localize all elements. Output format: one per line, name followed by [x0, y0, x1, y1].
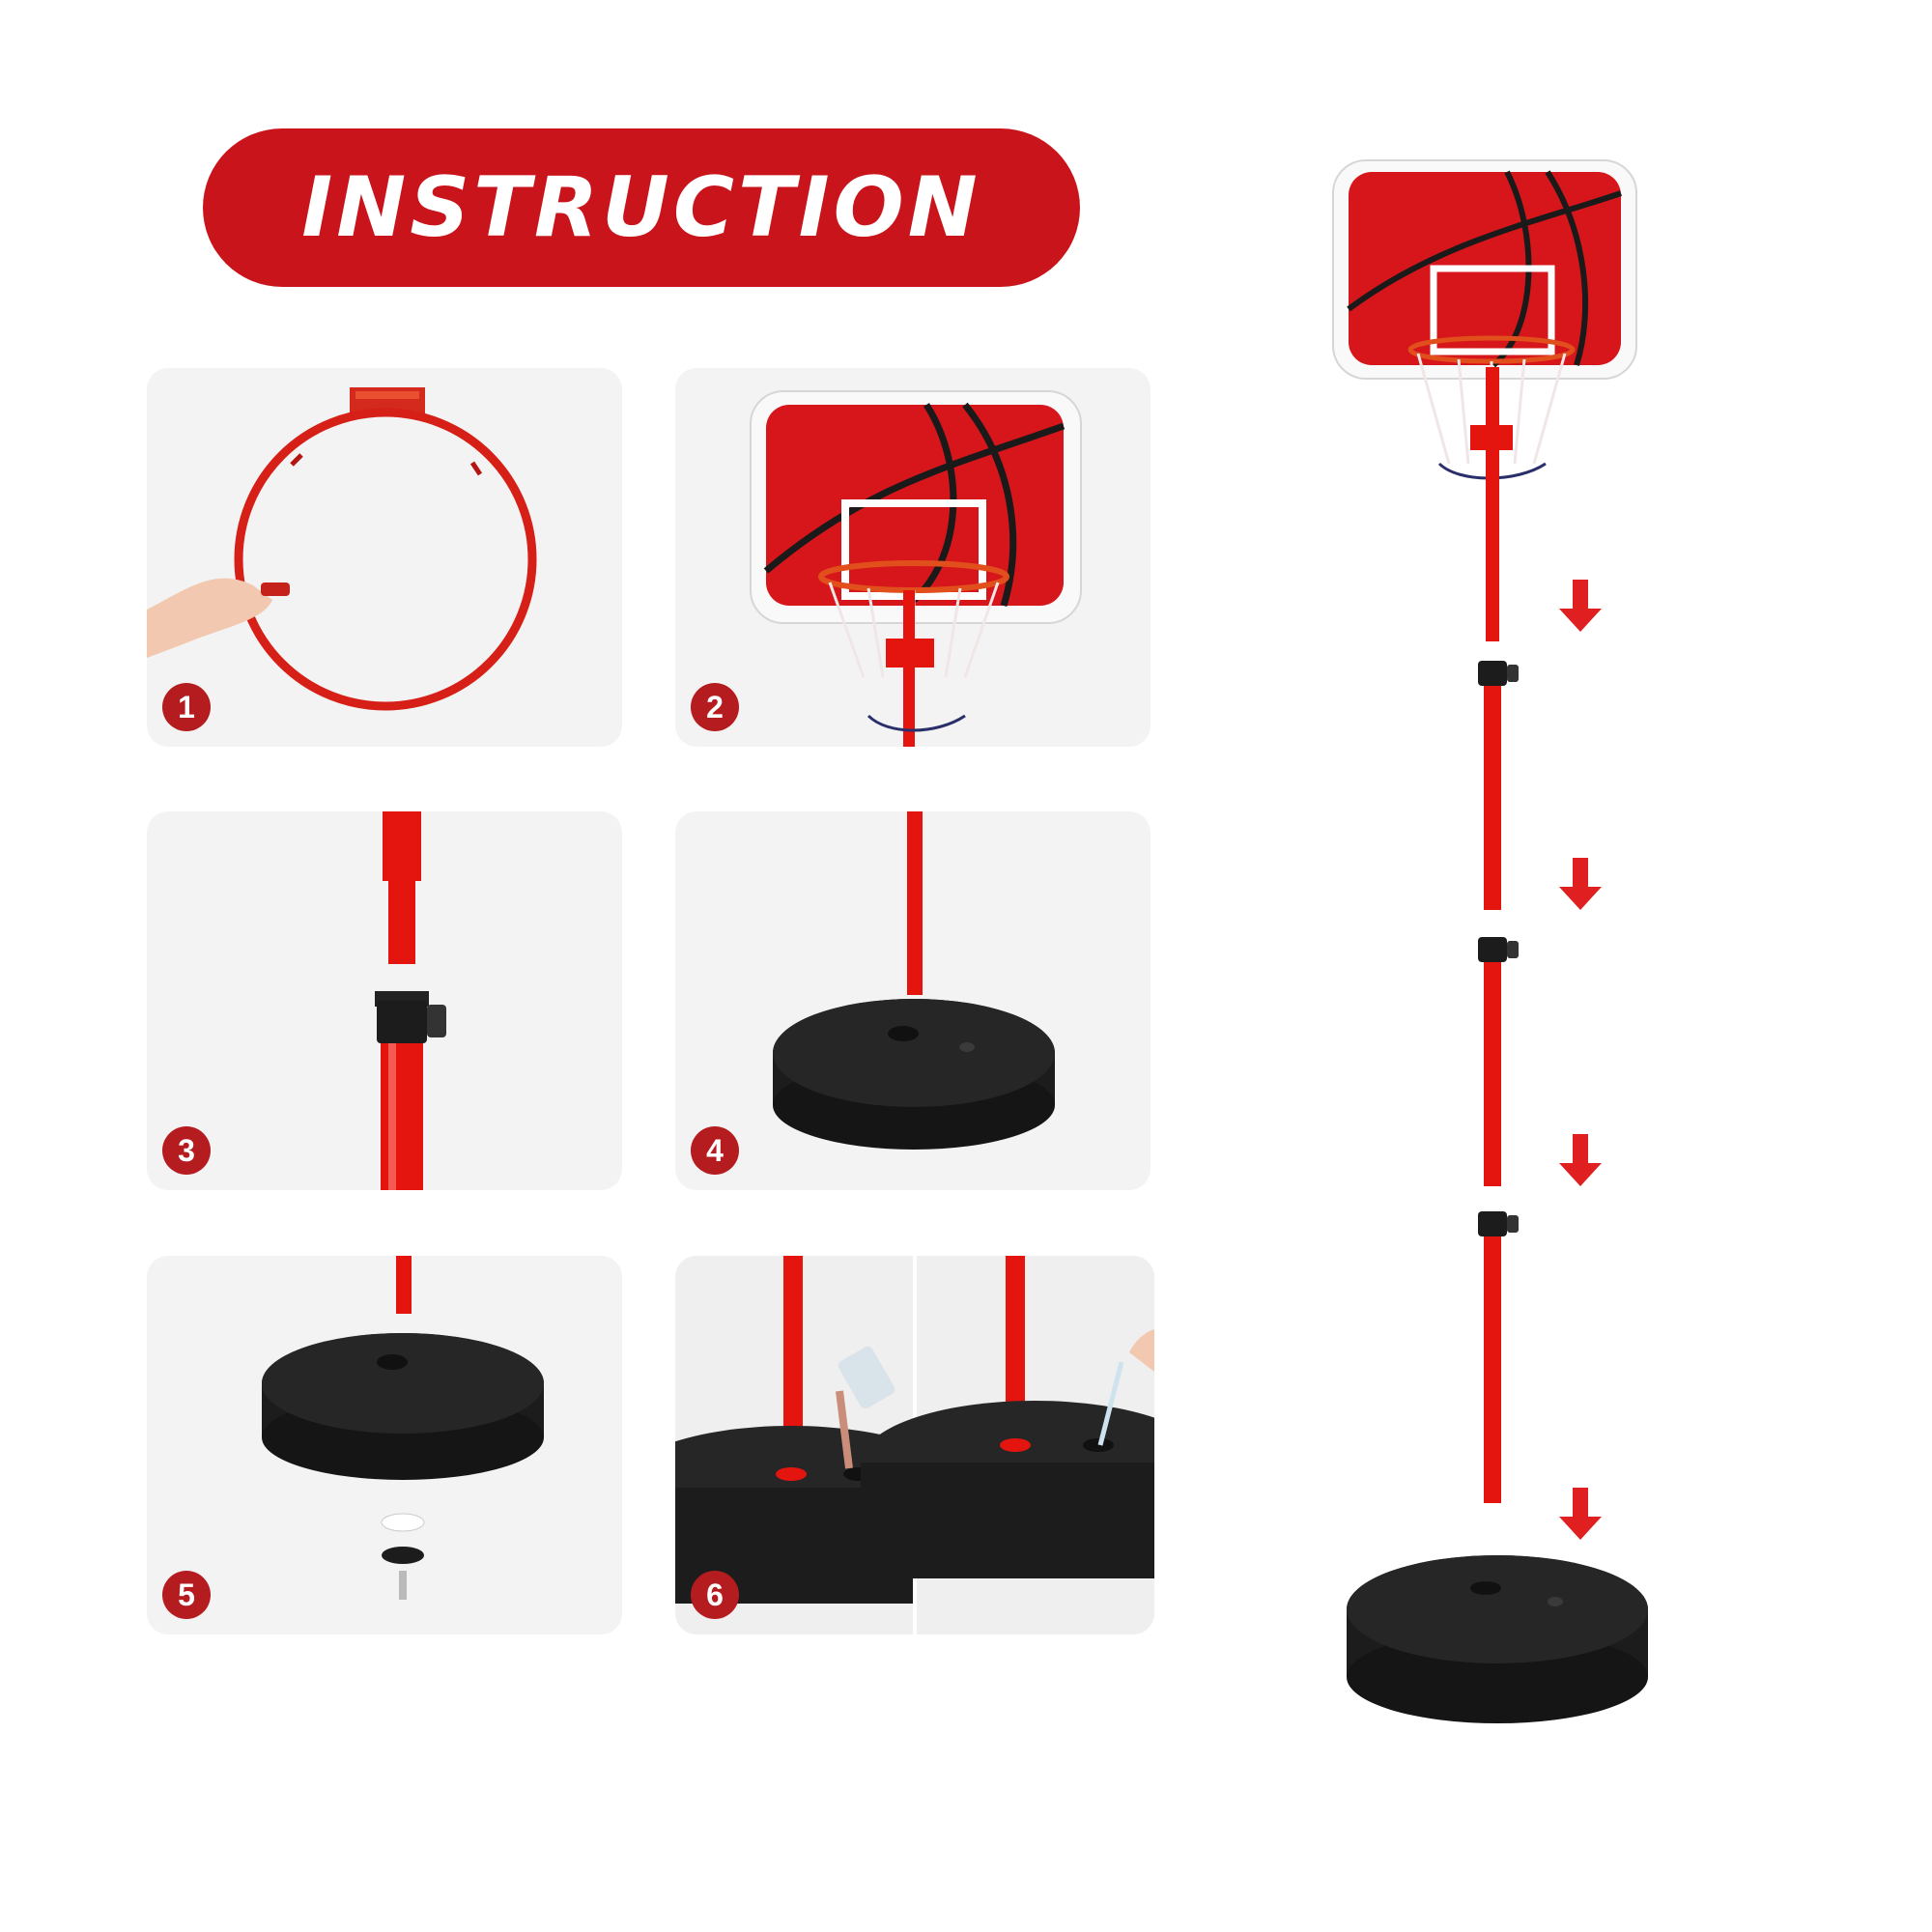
arrow-down-icon: [1559, 580, 1602, 632]
arrow-down-icon: [1559, 1134, 1602, 1186]
step-6-panel: 6: [675, 1256, 1154, 1634]
hand-icon: [147, 578, 272, 658]
arrow-down-icon: [1559, 1488, 1602, 1540]
exploded-assembly: [1314, 145, 1662, 1753]
instruction-banner: INSTRUCTION: [203, 128, 1080, 287]
base-insert-illustration: [773, 811, 1055, 1150]
step-4-badge: 4: [691, 1126, 739, 1175]
step-2-badge: 2: [691, 683, 739, 731]
step-2-panel: 2: [675, 368, 1151, 747]
pole-connector-illustration: [375, 811, 446, 1190]
rim-illustration: [147, 387, 537, 711]
step-1-badge: 1: [162, 683, 211, 731]
step-1-panel: 1: [147, 368, 622, 747]
base-bolt-illustration: [262, 1256, 544, 1600]
step-5-badge: 5: [162, 1571, 211, 1619]
step-3-badge: 3: [162, 1126, 211, 1175]
fill-base-illustration: [675, 1256, 1154, 1634]
assembly-illustration: [1332, 159, 1648, 1723]
arrow-down-icon: [1559, 858, 1602, 910]
instruction-title: INSTRUCTION: [301, 159, 981, 256]
step-3-panel: 3: [147, 811, 622, 1190]
step-6-badge: 6: [691, 1571, 739, 1619]
step-4-panel: 4: [675, 811, 1151, 1190]
step-5-panel: 5: [147, 1256, 622, 1634]
backboard-illustration: [750, 390, 1082, 747]
